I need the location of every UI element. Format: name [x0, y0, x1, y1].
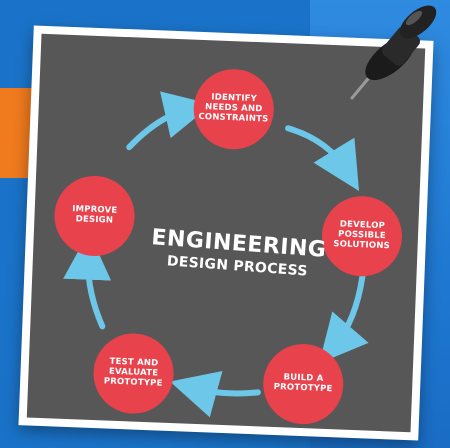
poster-board: IDENTIFY NEEDS AND CONSTRAINTS DEVELOP P…	[26, 33, 426, 433]
arrow-improve-to-identify	[126, 91, 213, 151]
arrow-test-to-improve	[63, 231, 112, 330]
push-pin-icon	[350, 5, 437, 100]
step-label: DEVELOP POSSIBLE SOLUTIONS	[333, 219, 391, 252]
step-label: TEST AND EVALUATE PROTOTYPE	[103, 356, 163, 389]
poster-card: IDENTIFY NEEDS AND CONSTRAINTS DEVELOP P…	[18, 25, 434, 441]
step-label: BUILD A PROTOTYPE	[273, 372, 333, 395]
cycle-arrows	[63, 91, 369, 418]
step-label: IDENTIFY NEEDS AND CONSTRAINTS	[198, 92, 269, 125]
arrow-build-to-test	[169, 371, 261, 418]
arrow-identify-to-develop	[285, 125, 360, 192]
step-label: IMPROVE DESIGN	[72, 204, 118, 226]
arrow-develop-to-build	[319, 273, 369, 364]
